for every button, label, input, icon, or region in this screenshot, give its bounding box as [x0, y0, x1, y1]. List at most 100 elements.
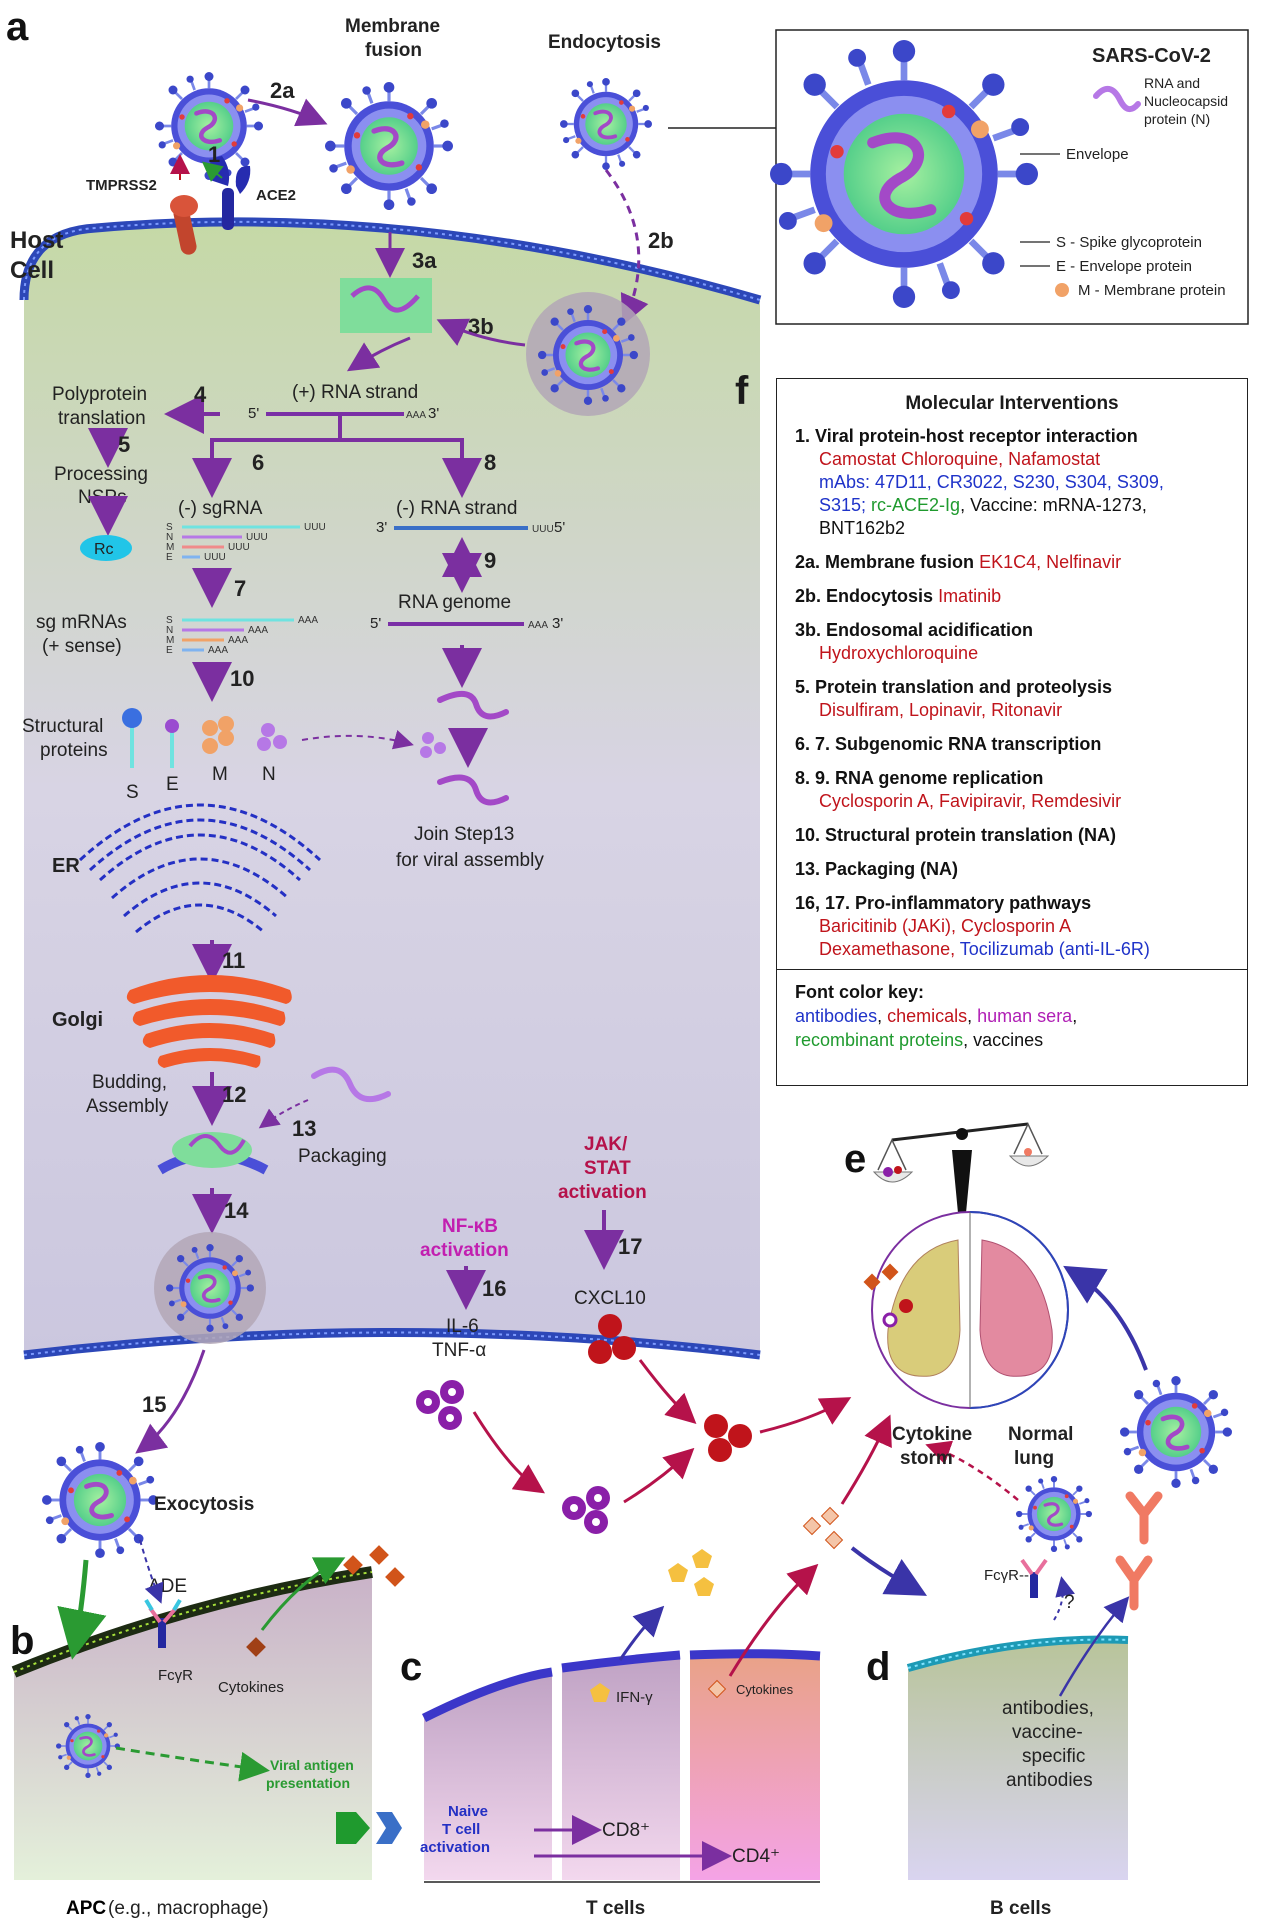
intervention-item: 2b. Endocytosis Imatinib — [777, 585, 1247, 608]
inset-virus — [770, 40, 1038, 308]
minus-rna-uuu: UUU — [532, 524, 554, 535]
budding-virion — [157, 1132, 269, 1175]
intervention-drug: EK1C4, Nelfinavir — [979, 552, 1122, 572]
sg-uuu-1: UUU — [304, 522, 326, 533]
sg-mrnas-line2: (+ sense) — [42, 636, 122, 657]
bcells-caption: B cells — [990, 1898, 1051, 1919]
virus-endocytosis — [560, 78, 652, 170]
intervention-drug-line: Cyclosporin A, Favipiravir, Remdesivir — [795, 790, 1237, 813]
step-13: 13 — [292, 1116, 316, 1141]
jakstat-line2: STAT — [584, 1158, 631, 1179]
step-1: 1 — [208, 142, 220, 167]
cytokines-label-b: Cytokines — [218, 1679, 284, 1696]
plus-rna-aaa: AAA — [406, 410, 426, 421]
intervention-drug: Hydroxychloroquine — [819, 643, 979, 663]
minus-rna-3prime: 3' — [376, 519, 387, 536]
virus-neutralized — [1120, 1376, 1232, 1488]
cxcl10-label: CXCL10 — [574, 1288, 646, 1309]
inset-title: SARS-CoV-2 — [1092, 45, 1211, 67]
intervention-drug: Imatinib — [938, 586, 1002, 606]
intervention-item: 6. 7. Subgenomic RNA transcription — [777, 733, 1247, 756]
sg-uuu-2: UUU — [246, 532, 268, 543]
font-color-key-line: recombinant proteins, vaccines — [795, 1028, 1229, 1052]
intervention-drug-line: Hydroxychloroquine — [795, 642, 1237, 665]
ifn-molecules — [668, 1549, 714, 1596]
protein-label-m: M — [212, 764, 228, 785]
mrna-letter-s: S — [166, 615, 173, 626]
cytokine-icon-c — [707, 1679, 727, 1699]
virus-structure-inset — [668, 29, 1249, 325]
fcgr-receptor-d — [1020, 1558, 1048, 1598]
intervention-heading: 6. 7. Subgenomic RNA transcription — [795, 734, 1102, 754]
viral-antigen-line2: presentation — [266, 1775, 350, 1791]
intervention-drug-line: mAbs: 47D11, CR3022, S230, S304, S309, — [795, 471, 1237, 494]
intervention-drug: Dexamethasone, — [819, 939, 956, 959]
font-color-key-title: Font color key: — [795, 982, 925, 1002]
balance-scale-icon — [872, 1122, 1050, 1244]
sg-letter-e: E — [166, 552, 173, 563]
mrna-aaa-4: AAA — [208, 645, 228, 656]
intervention-heading: 16, 17. Pro-inflammatory pathways — [795, 893, 1092, 913]
protein-label-e: E — [166, 774, 179, 795]
inset-rna-line1: RNA and — [1144, 75, 1200, 91]
join-step-line2: for viral assembly — [396, 850, 544, 871]
membrane-fusion-label-line1: Membrane — [345, 16, 440, 37]
intervention-heading: 2a. Membrane fusion — [795, 552, 975, 572]
apc-caption-rest: (e.g., macrophage) — [108, 1898, 269, 1919]
inset-e-label: E - Envelope protein — [1056, 258, 1192, 275]
endocytosis-label: Endocytosis — [548, 32, 661, 53]
inset-rna-icon — [1093, 86, 1141, 113]
panel-f-title: Molecular Interventions — [905, 393, 1119, 414]
jakstat-line3: activation — [558, 1182, 647, 1203]
mrna-letter-e: E — [166, 645, 173, 656]
cytokine-storm-line1: Cytokine — [892, 1424, 972, 1445]
font-color-key-entry: chemicals — [887, 1006, 968, 1026]
il6-molecules — [416, 1380, 464, 1430]
plus-rna-5prime: 5' — [248, 405, 259, 422]
intervention-drug: Cyclosporin A, Favipiravir, Remdesivir — [819, 791, 1122, 811]
step-3a: 3a — [412, 248, 437, 273]
apc-caption-bold: APC — [66, 1898, 106, 1919]
intervention-heading: 2b. Endocytosis — [795, 586, 934, 606]
font-color-key-entry: , vaccines — [963, 1030, 1044, 1050]
step-6: 6 — [252, 450, 264, 475]
rna-genome-aaa: AAA — [528, 620, 548, 631]
nucleocapsid-released — [340, 278, 432, 333]
cd8-label: CD8⁺ — [602, 1820, 650, 1841]
intervention-drug: Camostat Chloroquine, Nafamostat — [819, 449, 1101, 469]
naive-line2: T cell — [442, 1821, 480, 1838]
molecular-interventions-panel: f Molecular Interventions 1. Viral prote… — [735, 369, 1248, 1086]
lungs-comparison — [863, 1211, 1069, 1409]
cxcl10-molecules-released — [704, 1414, 752, 1462]
packaging-label: Packaging — [298, 1146, 387, 1167]
font-color-key-entry: recombinant proteins — [795, 1030, 964, 1050]
intervention-heading: 5. Protein translation and proteolysis — [795, 677, 1113, 697]
membrane-fusion-label-line2: fusion — [365, 40, 422, 61]
structural-line2: proteins — [40, 740, 108, 761]
protein-label-n: N — [262, 764, 276, 785]
intervention-drug: Baricitinib (JAKi), Cyclosporin A — [819, 916, 1072, 936]
antibodies-line3: specific — [1022, 1746, 1085, 1767]
naive-line3: activation — [420, 1839, 490, 1856]
step-7: 7 — [234, 576, 246, 601]
antibodies-line2: vaccine- — [1012, 1722, 1083, 1743]
fcgr-receptor-apc — [144, 1598, 182, 1648]
font-color-key-entry: , — [967, 1006, 978, 1026]
plus-rna-3prime: 3' — [428, 405, 439, 422]
step-17: 17 — [618, 1234, 642, 1259]
sg-letter-n: N — [166, 532, 173, 543]
budding-line1: Budding, — [92, 1072, 167, 1093]
mrna-aaa-2: AAA — [248, 625, 268, 636]
rna-genome-copy-2 — [437, 774, 509, 806]
join-step-line1: Join Step13 — [414, 824, 514, 845]
font-color-key-entry: , — [1072, 1006, 1078, 1026]
polyprotein-line1: Polyprotein — [52, 384, 147, 405]
intervention-heading: 3b. Endosomal acidification — [795, 620, 1034, 640]
rna-genome-5prime: 5' — [370, 615, 381, 632]
font-color-key: Font color key: antibodies, chemicals, h… — [777, 969, 1247, 1085]
virus-fusion — [325, 82, 453, 210]
plus-rna-label: (+) RNA strand — [292, 382, 418, 403]
intervention-drug-line: Baricitinib (JAKi), Cyclosporin A — [795, 915, 1237, 938]
